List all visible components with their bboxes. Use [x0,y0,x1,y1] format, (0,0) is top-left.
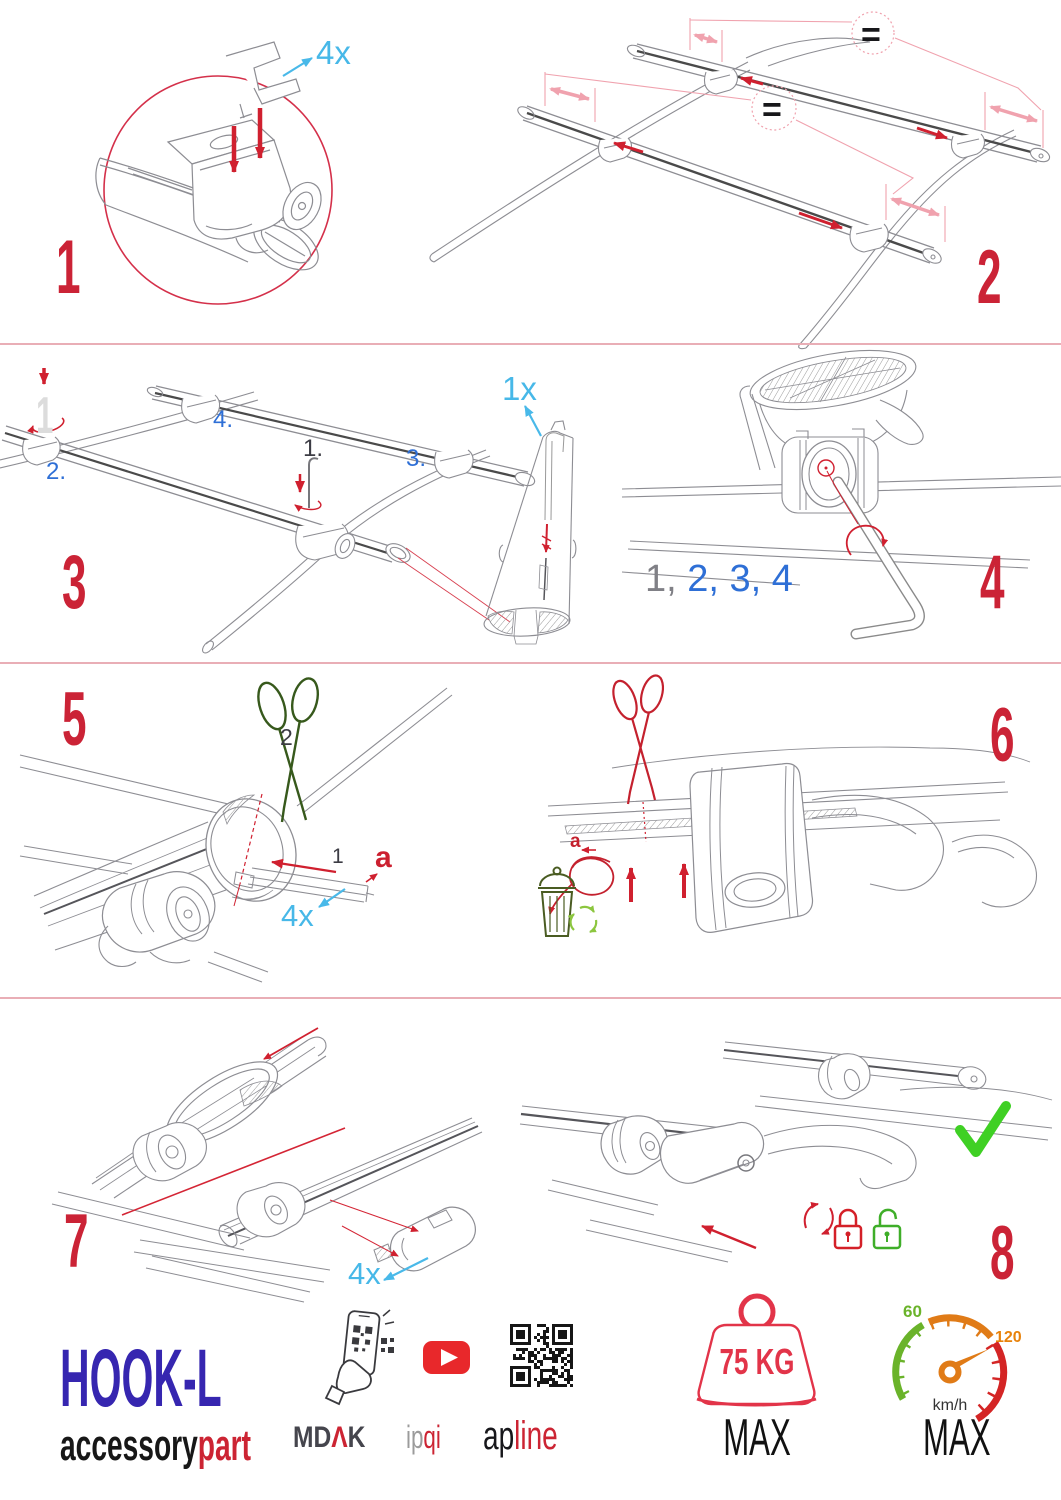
maker-logo-red: part [197,1421,251,1470]
step5-strip-label: 1 [332,845,344,868]
mdak-logo: MDΛK [293,1423,365,1453]
step3-ghost-number: 1 [36,387,54,445]
apline-black: ap [483,1414,515,1458]
trash-bin-icon [538,866,576,937]
lock-closed-icon [833,1208,863,1250]
step8-number: 8 [990,1211,1015,1296]
step5-illustration [19,677,453,983]
section-divider-2 [0,662,1061,664]
apline-red: line [514,1414,558,1458]
ipqi-red: qi [423,1419,441,1455]
step3-illustration [0,368,577,654]
step1-qty-label: 4x [316,34,351,71]
youtube-icon [423,1341,470,1374]
speed-unit-label: km/h [932,1397,968,1414]
section-divider-1 [0,343,1061,345]
mdak-post: K [347,1421,366,1454]
step1-number: 1 [56,225,81,310]
step1-illustration [95,41,333,305]
step4-seq-done: 1, [645,558,677,600]
step3-order1: 1. [303,435,324,462]
speed-low-label: 60 [903,1302,922,1321]
step5-dim-label: a [375,841,392,874]
apline-logo: apline [483,1416,558,1456]
step4-number: 4 [980,540,1005,625]
step3-order3: 3. [406,445,427,472]
step3-order4: 4. [213,406,234,433]
step7-qty-label: 4x [348,1256,381,1291]
step4-seq-todo: 2, 3, 4 [676,558,793,600]
magnifier-circle [103,75,333,305]
step5-number: 5 [62,677,87,762]
step2-equal-1: = [861,16,881,54]
maker-logo-black: accessory [60,1421,198,1470]
check-icon [955,1101,1011,1157]
mdak-lambda: Λ [331,1421,348,1454]
step3-number: 3 [62,540,87,625]
step8-illustration [519,1041,1053,1263]
weight-value: 75 KG [719,1341,795,1382]
step2-illustration [429,11,1051,350]
step6-number: 6 [990,693,1015,778]
scissors-red-icon [612,674,665,805]
section-divider-3 [0,997,1061,999]
step5-cut-label: 2 [280,724,293,750]
step6-dim-label: a [570,831,581,852]
recycle-icon [567,905,598,933]
step3-qty-label: 1x [502,370,537,407]
mdak-pre: MD [293,1421,332,1454]
step7-illustration [51,1027,483,1303]
phone-scan-icon [324,1309,395,1406]
speed-max-label: MAX [923,1409,991,1467]
step6-illustration [538,674,1038,937]
step4-sequence: 1, 2, 3, 4 [645,560,793,598]
step2-equal-2: = [762,91,782,129]
step2-number: 2 [977,235,1002,320]
ipqi-logo: ipqi [406,1421,441,1453]
speedometer-icon [892,1314,1008,1423]
product-name: HOOK-L [60,1333,222,1424]
maker-logo: accessorypart [60,1424,251,1468]
step5-qty-label: 4x [281,898,314,933]
speed-high-label: 120 [995,1329,1022,1346]
qr-code [510,1324,573,1387]
step4-illustration [621,349,1061,640]
step7-number: 7 [64,1199,89,1284]
weight-max-label: MAX [723,1409,791,1467]
phone-qr-pixels [351,1325,373,1352]
ipqi-gray: ip [406,1419,424,1455]
weight-limit-icon [696,1293,817,1407]
scissors-green-icon [257,677,320,823]
step3-order2: 2. [46,458,67,485]
lock-open-icon [872,1208,902,1250]
